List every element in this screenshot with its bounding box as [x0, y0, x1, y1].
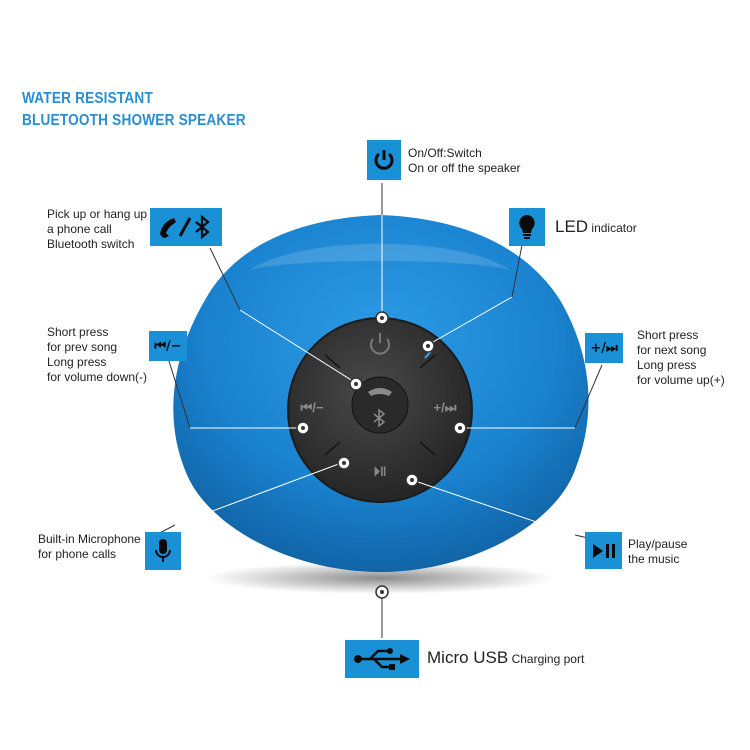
- panel-bluetooth-glyph: [373, 408, 386, 428]
- prev-icon-glyph: ⏮/−: [154, 338, 182, 354]
- phone-bluetooth-icon: [150, 208, 222, 246]
- led-label-sub: indicator: [591, 221, 637, 235]
- phone-label-line-3: Bluetooth switch: [47, 237, 135, 251]
- play-pause-icon: [585, 532, 622, 569]
- power-label: On/Off:Switch On or off the speaker: [408, 146, 521, 176]
- led-label-main: LED: [555, 217, 589, 236]
- next-icon-glyph: +/⏭: [590, 340, 618, 356]
- speaker-highlight: [250, 243, 510, 270]
- usb-icon: [345, 640, 419, 678]
- usb-label-sub: Charging port: [511, 652, 585, 666]
- prev-volume-down-icon: ⏮/−: [149, 331, 187, 361]
- next-label-line-1: Short press: [637, 328, 699, 342]
- next-label-line-3: Long press: [637, 358, 697, 372]
- phone-label-line-1: Pick up or hang up: [47, 207, 148, 221]
- prev-label-line-3: Long press: [47, 355, 107, 369]
- title-line-1: WATER RESISTANT: [22, 90, 153, 107]
- target-markers: [296, 311, 467, 599]
- play-label-line-1: Play/pause: [628, 537, 688, 551]
- phone-button-glyph[interactable]: [368, 388, 392, 396]
- prev-label-line-4: for volume down(-): [47, 370, 148, 384]
- play-label-line-2: the music: [628, 552, 680, 566]
- usb-label-main: Micro USB: [427, 648, 509, 667]
- panel-play-button[interactable]: ⏵‖: [374, 464, 387, 479]
- prev-label-line-1: Short press: [47, 325, 109, 339]
- mic-label-line-1: Built-in Microphone: [38, 532, 141, 546]
- panel-next-button[interactable]: +/⏭: [434, 400, 457, 415]
- leader-lines-inner: [174, 215, 576, 536]
- power-button[interactable]: [370, 333, 390, 355]
- phone-label-line-2: a phone call: [47, 222, 112, 236]
- led-label: LED indicator: [555, 217, 637, 236]
- next-label-line-2: for next song: [637, 343, 707, 357]
- mic-label-line-2: for phone calls: [38, 547, 117, 561]
- prev-label-line-2: for prev song: [47, 340, 118, 354]
- title-line-2: BLUETOOTH SHOWER SPEAKER: [22, 112, 246, 129]
- play-label: Play/pause the music: [628, 537, 687, 567]
- prev-label: Short press for prev song Long press for…: [47, 325, 147, 385]
- power-label-line-1: On/Off:Switch: [408, 146, 482, 160]
- panel-dividers: [324, 354, 436, 456]
- next-label-line-4: for volume up(+): [637, 373, 725, 387]
- power-label-line-2: On or off the speaker: [408, 161, 521, 175]
- usb-label: Micro USB Charging port: [427, 648, 585, 667]
- volume-up-next-icon: +/⏭: [585, 333, 623, 363]
- mic-label: Built-in Microphone for phone calls: [38, 532, 141, 562]
- power-icon: [367, 140, 401, 180]
- microphone-icon: [145, 532, 181, 570]
- panel-prev-button[interactable]: ⏮/−: [301, 400, 324, 415]
- bulb-icon: [509, 208, 545, 246]
- next-label: Short press for next song Long press for…: [637, 328, 725, 388]
- speaker-shadow: [205, 562, 555, 594]
- center-button[interactable]: [351, 376, 409, 434]
- phone-label: Pick up or hang up a phone call Bluetoot…: [47, 207, 147, 252]
